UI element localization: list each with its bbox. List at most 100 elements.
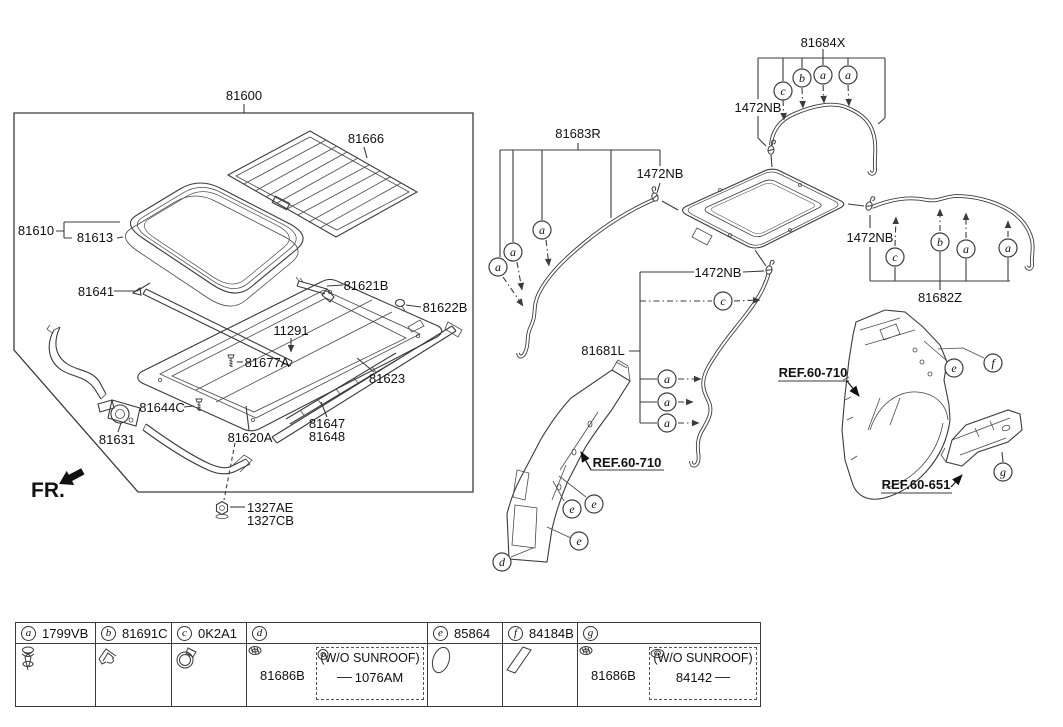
rear-rail-bracket-sketch bbox=[940, 409, 1023, 467]
glass-panel-sketch bbox=[125, 182, 304, 307]
callout-c: c bbox=[177, 625, 192, 641]
wo-sunroof-box: (W/O SUNROOF) 1076AM bbox=[316, 647, 424, 700]
fr-direction-arrow bbox=[59, 468, 85, 485]
label-bracket: 81621B bbox=[344, 278, 389, 293]
callout-a: a bbox=[956, 239, 976, 259]
frame-sketch bbox=[137, 278, 443, 432]
drain-hose-center bbox=[689, 271, 771, 468]
label-hose-center: 81681L bbox=[581, 343, 624, 358]
part-number: 81686B bbox=[591, 667, 636, 683]
variant-label: (W/O SUNROOF) bbox=[653, 651, 753, 665]
svg-text:a: a bbox=[664, 395, 670, 409]
clip-sketch bbox=[394, 298, 406, 312]
grommet-icon bbox=[248, 646, 262, 655]
svg-text:c: c bbox=[720, 294, 726, 308]
dome-grommet-icon bbox=[650, 649, 665, 658]
callout-e: e bbox=[569, 531, 589, 551]
label-bolt2: 81644C bbox=[139, 400, 185, 415]
drain-hose-rear-right bbox=[871, 194, 1035, 271]
svg-text:e: e bbox=[951, 361, 957, 375]
deflector-bracket-sketch bbox=[295, 276, 335, 303]
wo-sunroof-box: (W/O SUNROOF) 84142 bbox=[649, 647, 757, 700]
label-ref-pillar-1: REF.60-710 bbox=[593, 455, 662, 470]
svg-text:a: a bbox=[664, 416, 670, 430]
sunroof-assembly-box bbox=[13, 104, 474, 493]
label-rail-upper: 81647 bbox=[309, 416, 345, 431]
label-side-rail: 81623 bbox=[369, 371, 405, 386]
callout-e: e bbox=[584, 494, 604, 514]
svg-text:a: a bbox=[539, 223, 545, 237]
part-number: 0K2A1 bbox=[198, 625, 238, 641]
svg-text:e: e bbox=[569, 502, 575, 516]
svg-text:g: g bbox=[1000, 465, 1006, 479]
label-screw: 81677A bbox=[245, 355, 290, 370]
left-leader-lines bbox=[56, 221, 422, 508]
callout-c: c bbox=[713, 291, 733, 311]
leader-line bbox=[715, 677, 731, 678]
part-number: 81691C bbox=[122, 625, 168, 641]
callout-g: g bbox=[993, 462, 1013, 482]
legend-cell-d: d 81686B (W/O SUNROOF) 1076 bbox=[247, 623, 428, 706]
pad-parallelogram-icon bbox=[506, 646, 532, 674]
callout-bracket-81681L bbox=[629, 270, 765, 427]
label-sunshade: 81666 bbox=[348, 131, 384, 146]
callout-e: e bbox=[562, 499, 582, 519]
callout-a: a bbox=[21, 625, 36, 641]
label-deflector: 81641 bbox=[78, 284, 114, 299]
nut-icon bbox=[215, 500, 229, 520]
callout-c: c bbox=[885, 247, 905, 267]
svg-text:b: b bbox=[799, 71, 805, 85]
label-seal: 81613 bbox=[77, 230, 113, 245]
variant-label: (W/O SUNROOF) bbox=[320, 651, 420, 665]
grommet-icon bbox=[579, 646, 593, 655]
svg-text:f: f bbox=[991, 356, 996, 370]
motor-sketch bbox=[97, 399, 141, 427]
label-ref-pillar-2: REF.60-710 bbox=[779, 365, 848, 380]
callout-a: a bbox=[657, 392, 677, 412]
sunroof-frame-sketch bbox=[661, 154, 865, 267]
hose-clamp-icon bbox=[767, 139, 777, 156]
ref-leaders bbox=[580, 380, 963, 494]
drain-garnish-left-sketch bbox=[46, 324, 107, 400]
callout-a: a bbox=[813, 65, 833, 85]
part-number: 85864 bbox=[454, 625, 491, 641]
callout-bracket-81682Z bbox=[869, 208, 1012, 290]
drain-hose-front-left bbox=[516, 197, 656, 359]
label-frame: 81620A bbox=[228, 430, 273, 445]
callout-b: b bbox=[792, 68, 812, 88]
svg-text:a: a bbox=[510, 245, 516, 259]
callout-circles: c b a a a a a c b a a c a a a e e e d e … bbox=[488, 65, 1018, 572]
label-ref-rear: REF.60-651 bbox=[882, 477, 951, 492]
hose-clamp-icon bbox=[764, 259, 775, 276]
svg-text:a: a bbox=[820, 68, 826, 82]
callout-bracket-81684X bbox=[757, 49, 886, 147]
svg-text:a: a bbox=[495, 260, 501, 274]
svg-text:e: e bbox=[591, 497, 597, 511]
callout-c: c bbox=[773, 81, 793, 101]
legend-cell-c: c 0K2A1 bbox=[172, 623, 247, 706]
label-nut-b: 1327CB bbox=[247, 513, 294, 528]
callout-f: f bbox=[983, 353, 1003, 373]
label-nut-a: 1327AE bbox=[247, 500, 294, 515]
label-clamp-left: 1472NB bbox=[637, 166, 684, 181]
seal-oval-icon bbox=[431, 646, 451, 674]
label-clamp-right: 1472NB bbox=[847, 230, 894, 245]
screw-icon bbox=[227, 354, 235, 368]
leader-line bbox=[336, 677, 352, 678]
callout-a: a bbox=[503, 242, 523, 262]
label-clamp-top: 1472NB bbox=[735, 100, 782, 115]
lower-arm-sketch bbox=[142, 423, 253, 475]
svg-text:a: a bbox=[664, 372, 670, 386]
label-clamp-center: 1472NB bbox=[695, 265, 742, 280]
callout-f: f bbox=[508, 625, 523, 641]
callout-a: a bbox=[838, 65, 858, 85]
part-number: 84142 bbox=[675, 670, 713, 685]
svg-text:e: e bbox=[576, 534, 582, 548]
svg-text:a: a bbox=[845, 68, 851, 82]
